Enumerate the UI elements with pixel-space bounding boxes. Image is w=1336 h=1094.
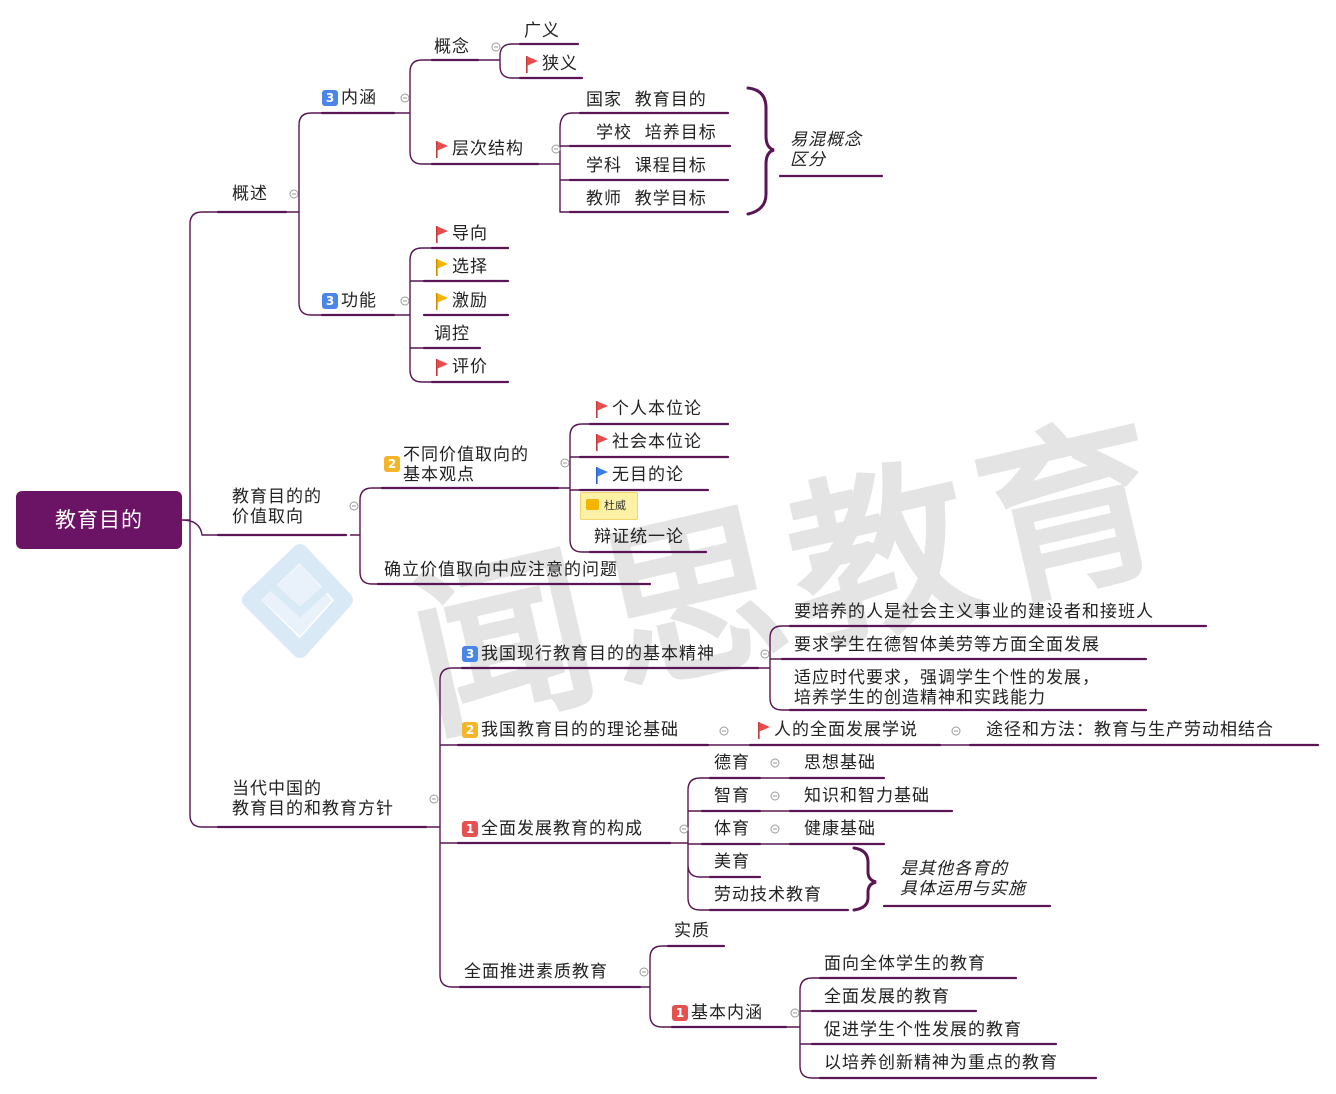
topic-individuality[interactable]: 适应时代要求，强调学生个性的发展，培养学生的创造精神和实践能力: [794, 668, 1100, 708]
topic-all-round-education[interactable]: 全面发展的教育: [824, 987, 950, 1007]
priority-badge: 1: [462, 821, 478, 837]
watermark-logo-icon: [242, 544, 353, 658]
summary-application[interactable]: 是其他各育的具体运用与实施: [900, 859, 1026, 899]
red-flag-icon: [436, 141, 448, 158]
topic-orientation-issues[interactable]: 确立价值取向中应注意的问题: [384, 560, 618, 580]
topic-labor-education[interactable]: 劳动技术教育: [714, 885, 822, 905]
topic-label: 教育目的的价值取向: [232, 487, 322, 527]
topic-quality-education[interactable]: 全面推进素质教育: [464, 962, 608, 982]
topic-all-students[interactable]: 面向全体学生的教育: [824, 954, 986, 974]
topic-broad-sense[interactable]: 广义: [524, 21, 560, 41]
topic-dialectical-unity[interactable]: 辩证统一论: [594, 527, 684, 547]
topic-moral-education[interactable]: 德育: [714, 753, 750, 773]
topic-aesthetic-education[interactable]: 美育: [714, 852, 750, 872]
red-flag-icon: [436, 359, 448, 376]
topic-concept[interactable]: 概念: [434, 37, 470, 57]
topic-value-orientation[interactable]: 教育目的的价值取向: [232, 487, 322, 527]
priority-badge: 3: [322, 90, 338, 106]
yellow-flag-icon: [436, 293, 448, 310]
topic-overview[interactable]: 概述: [232, 184, 268, 204]
summary-brace: [746, 86, 775, 216]
summary-confusing-concepts[interactable]: 易混概念区分: [790, 130, 862, 170]
priority-badge: 1: [672, 1005, 688, 1021]
yellow-flag-icon: [436, 259, 448, 276]
topic-essence[interactable]: 实质: [674, 921, 710, 941]
topic-all-round-requirement[interactable]: 要求学生在德智体美劳等方面全面发展: [794, 635, 1100, 655]
priority-badge: 3: [462, 646, 478, 662]
topic-innovation-focus[interactable]: 以培养创新精神为重点的教育: [824, 1053, 1058, 1073]
topic-motivation[interactable]: 激励: [434, 291, 488, 311]
topic-methods[interactable]: 途径和方法：教育与生产劳动相结合: [986, 720, 1274, 740]
topic-hierarchy[interactable]: 层次结构: [434, 139, 524, 159]
red-flag-icon: [436, 226, 448, 243]
label-icon: [586, 499, 599, 510]
topic-teacher-level[interactable]: 教师 教学目标: [586, 189, 707, 209]
priority-badge: 2: [462, 722, 478, 738]
topic-social-standard[interactable]: 社会本位论: [594, 432, 702, 452]
topic-school-level[interactable]: 学校 培养目标: [596, 123, 717, 143]
topic-guidance[interactable]: 导向: [434, 224, 488, 244]
topic-knowledge-basis[interactable]: 知识和智力基础: [804, 786, 930, 806]
summary-brace: [852, 846, 877, 912]
topic-contemporary-china[interactable]: 当代中国的教育目的和教育方针: [232, 779, 394, 819]
topic-health-basis[interactable]: 健康基础: [804, 819, 876, 839]
red-flag-icon: [758, 722, 770, 739]
red-flag-icon: [596, 434, 608, 451]
topic-no-aim-theory[interactable]: 无目的论: [594, 465, 684, 485]
topic-subject-level[interactable]: 学科 课程目标: [586, 156, 707, 176]
topic-label: 概述: [232, 184, 268, 204]
topic-evaluation[interactable]: 评价: [434, 357, 488, 377]
topic-regulation[interactable]: 调控: [434, 324, 470, 344]
topic-personality-development[interactable]: 促进学生个性发展的教育: [824, 1020, 1022, 1040]
topic-selection[interactable]: 选择: [434, 257, 488, 277]
topic-narrow-sense[interactable]: 狭义: [524, 54, 578, 74]
topic-intellectual-education[interactable]: 智育: [714, 786, 750, 806]
root-topic[interactable]: 教育目的: [16, 491, 182, 549]
red-flag-icon: [596, 401, 608, 418]
priority-badge: 3: [322, 293, 338, 309]
topic-label: 当代中国的教育目的和教育方针: [232, 779, 394, 819]
topic-national-level[interactable]: 国家 教育目的: [586, 90, 707, 110]
blue-flag-icon: [596, 467, 608, 484]
label-tag[interactable]: 杜威: [580, 492, 638, 520]
topic-individual-standard[interactable]: 个人本位论: [594, 399, 702, 419]
topic-all-round-theory[interactable]: 人的全面发展学说: [756, 720, 918, 740]
topic-physical-education[interactable]: 体育: [714, 819, 750, 839]
topic-ideological-basis[interactable]: 思想基础: [804, 753, 876, 773]
topic-builders-successors[interactable]: 要培养的人是社会主义事业的建设者和接班人: [794, 602, 1154, 622]
red-flag-icon: [526, 56, 538, 73]
priority-badge: 2: [384, 456, 400, 472]
